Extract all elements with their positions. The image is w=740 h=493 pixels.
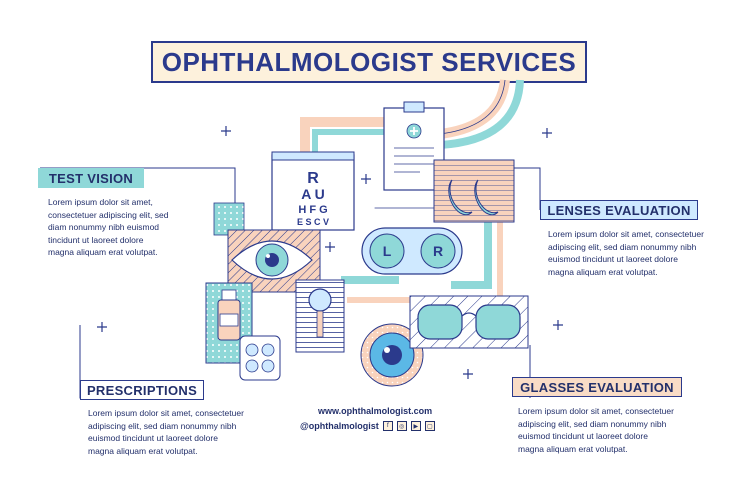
lens-right-label: R	[433, 243, 443, 259]
lens-case: L R	[361, 227, 463, 275]
lenses-evaluation-text: Lorem ipsum dolor sit amet, consectetuer…	[548, 229, 704, 277]
glasses-evaluation-label: GLASSES EVALUATION	[512, 377, 682, 397]
twitch-icon[interactable]: ▢	[424, 421, 435, 431]
youtube-icon[interactable]: ▶	[410, 421, 421, 431]
lenses-evaluation-label: LENSES EVALUATION	[540, 200, 698, 220]
test-vision-label: TEST VISION	[38, 168, 144, 188]
contact-lenses	[433, 159, 515, 223]
medical-cross-icon	[410, 127, 418, 135]
facebook-icon[interactable]: f	[382, 421, 393, 431]
eye-chart-row3: H F G	[298, 204, 327, 216]
magnifier-panel	[295, 279, 345, 353]
eye-chart-row2: A U	[301, 186, 325, 202]
title-banner: OPHTHALMOLOGIST SERVICES	[151, 41, 587, 83]
social-handle: @ophthalmologist	[300, 421, 379, 431]
website-url[interactable]: www.ophthalmologist.com	[318, 406, 433, 416]
eyeball	[360, 323, 424, 387]
glasses-evaluation-text: Lorem ipsum dolor sit amet, consectetuer…	[518, 406, 674, 454]
pill-pack	[239, 335, 281, 381]
lens-left-label: L	[383, 243, 392, 259]
magnifier-icon	[316, 310, 324, 338]
medicine-bottle	[205, 282, 253, 364]
eye-chart-row1: R	[307, 170, 319, 187]
eye-chart-row4: E S C V	[297, 217, 329, 227]
glasses-panel	[409, 295, 529, 349]
prescriptions-label: PRESCRIPTIONS	[80, 380, 204, 400]
instagram-icon[interactable]: ◎	[396, 421, 407, 431]
eye-chart-board: R A U H F G E S C V	[271, 151, 355, 231]
social-row: @ophthalmologist f ◎ ▶ ▢	[300, 421, 435, 431]
test-vision-text: Lorem ipsum dolor sit amet, consectetuer…	[48, 197, 169, 257]
prescriptions-text: Lorem ipsum dolor sit amet, consectetuer…	[88, 408, 244, 456]
page-title: OPHTHALMOLOGIST SERVICES	[161, 46, 577, 77]
eye-box	[227, 229, 321, 293]
